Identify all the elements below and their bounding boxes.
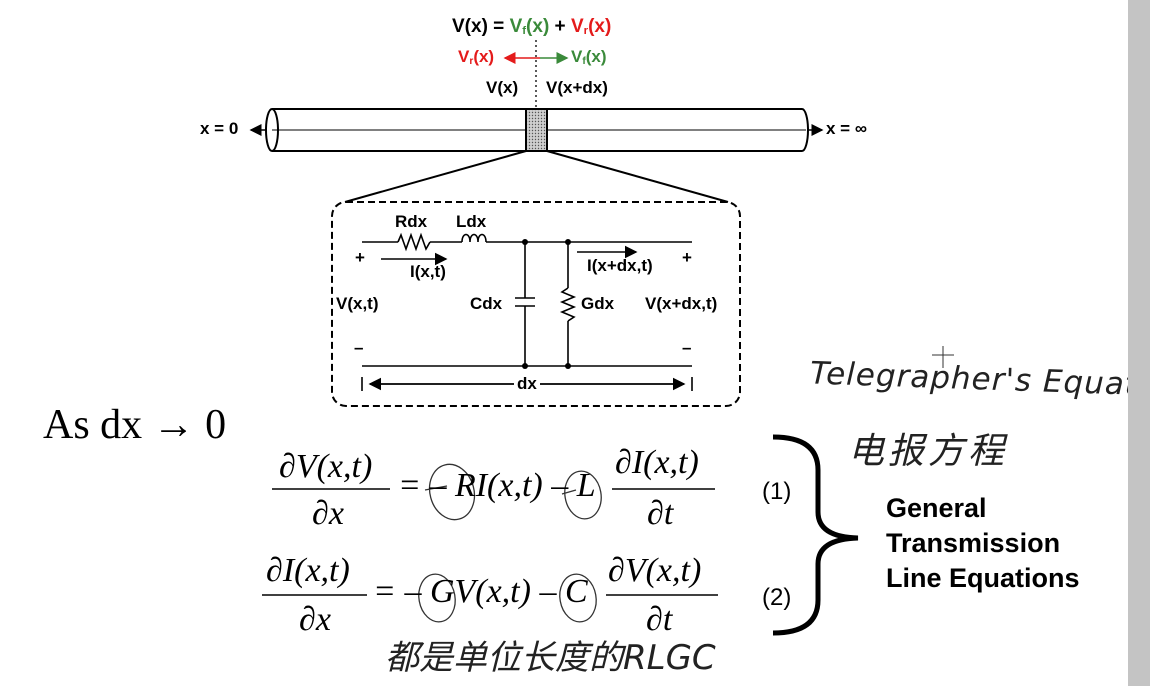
minus-right: – [682, 338, 692, 357]
transmission-line-cylinder [265, 108, 809, 152]
eq1-rhs: = – RI(x,t) – L [398, 467, 596, 504]
forward-wave-label: Vf(x) [571, 47, 607, 67]
cursor-crosshair [932, 346, 954, 368]
voltage-out-label: V(x+dx,t) [645, 294, 718, 313]
zoom-line-left [344, 150, 527, 203]
chinese-title-note: 电报方程 [848, 431, 1009, 472]
voltage-in-label: V(x,t) [336, 294, 379, 313]
reflected-wave-label: Vr(x) [458, 47, 495, 67]
circuit-box [331, 201, 741, 407]
capacitor-label: Cdx [470, 294, 503, 313]
minus-left: – [354, 338, 364, 357]
conductance-label: Gdx [581, 294, 615, 313]
chinese-rlgc-note: 都是单位长度的RLGC [385, 638, 716, 678]
eq2-fraction-denominator: ∂t [646, 601, 673, 638]
voltage-left-label: V(x) [486, 78, 519, 97]
eq1-fraction-numerator: ∂I(x,t) [615, 444, 699, 481]
eq2-rhs: = – GV(x,t) – C [373, 573, 588, 610]
line-start-label: x = 0 [200, 119, 239, 138]
inductor-l [461, 233, 487, 243]
voltage-right-label: V(x+dx) [546, 78, 608, 97]
vertical-scrollbar[interactable] [1128, 0, 1150, 686]
eq1-numerator: ∂V(x,t) [279, 448, 373, 485]
group-brace [772, 434, 859, 636]
eq2-numerator: ∂I(x,t) [266, 552, 350, 589]
dx-segment [525, 108, 548, 152]
limit-statement: As dx → 0 [43, 402, 227, 448]
eq1-tag: (1) [762, 478, 792, 505]
inductor-label: Ldx [456, 212, 487, 231]
eq1-denominator: ∂x [312, 495, 344, 532]
plus-left: + [355, 248, 365, 267]
eq2-fraction-numerator: ∂V(x,t) [608, 552, 702, 589]
current-in-label: I(x,t) [410, 262, 446, 281]
hand-circles [418, 463, 602, 623]
resistor-r [397, 232, 431, 252]
voltage-sum-equation: V(x) = Vf(x) + Vr(x) [452, 16, 612, 37]
zoom-line-right [546, 150, 729, 203]
eq2-tag: (2) [762, 584, 792, 611]
line-end-label: x = ∞ [826, 119, 867, 138]
resistor-label: Rdx [395, 212, 428, 231]
current-out-label: I(x+dx,t) [587, 256, 653, 275]
eq1-fraction-denominator: ∂t [647, 495, 674, 532]
dx-dimension-label: dx [514, 374, 540, 394]
general-tl-equations-label: General Transmission Line Equations [886, 493, 1080, 593]
plus-right: + [682, 248, 692, 267]
eq2-denominator: ∂x [299, 601, 331, 638]
